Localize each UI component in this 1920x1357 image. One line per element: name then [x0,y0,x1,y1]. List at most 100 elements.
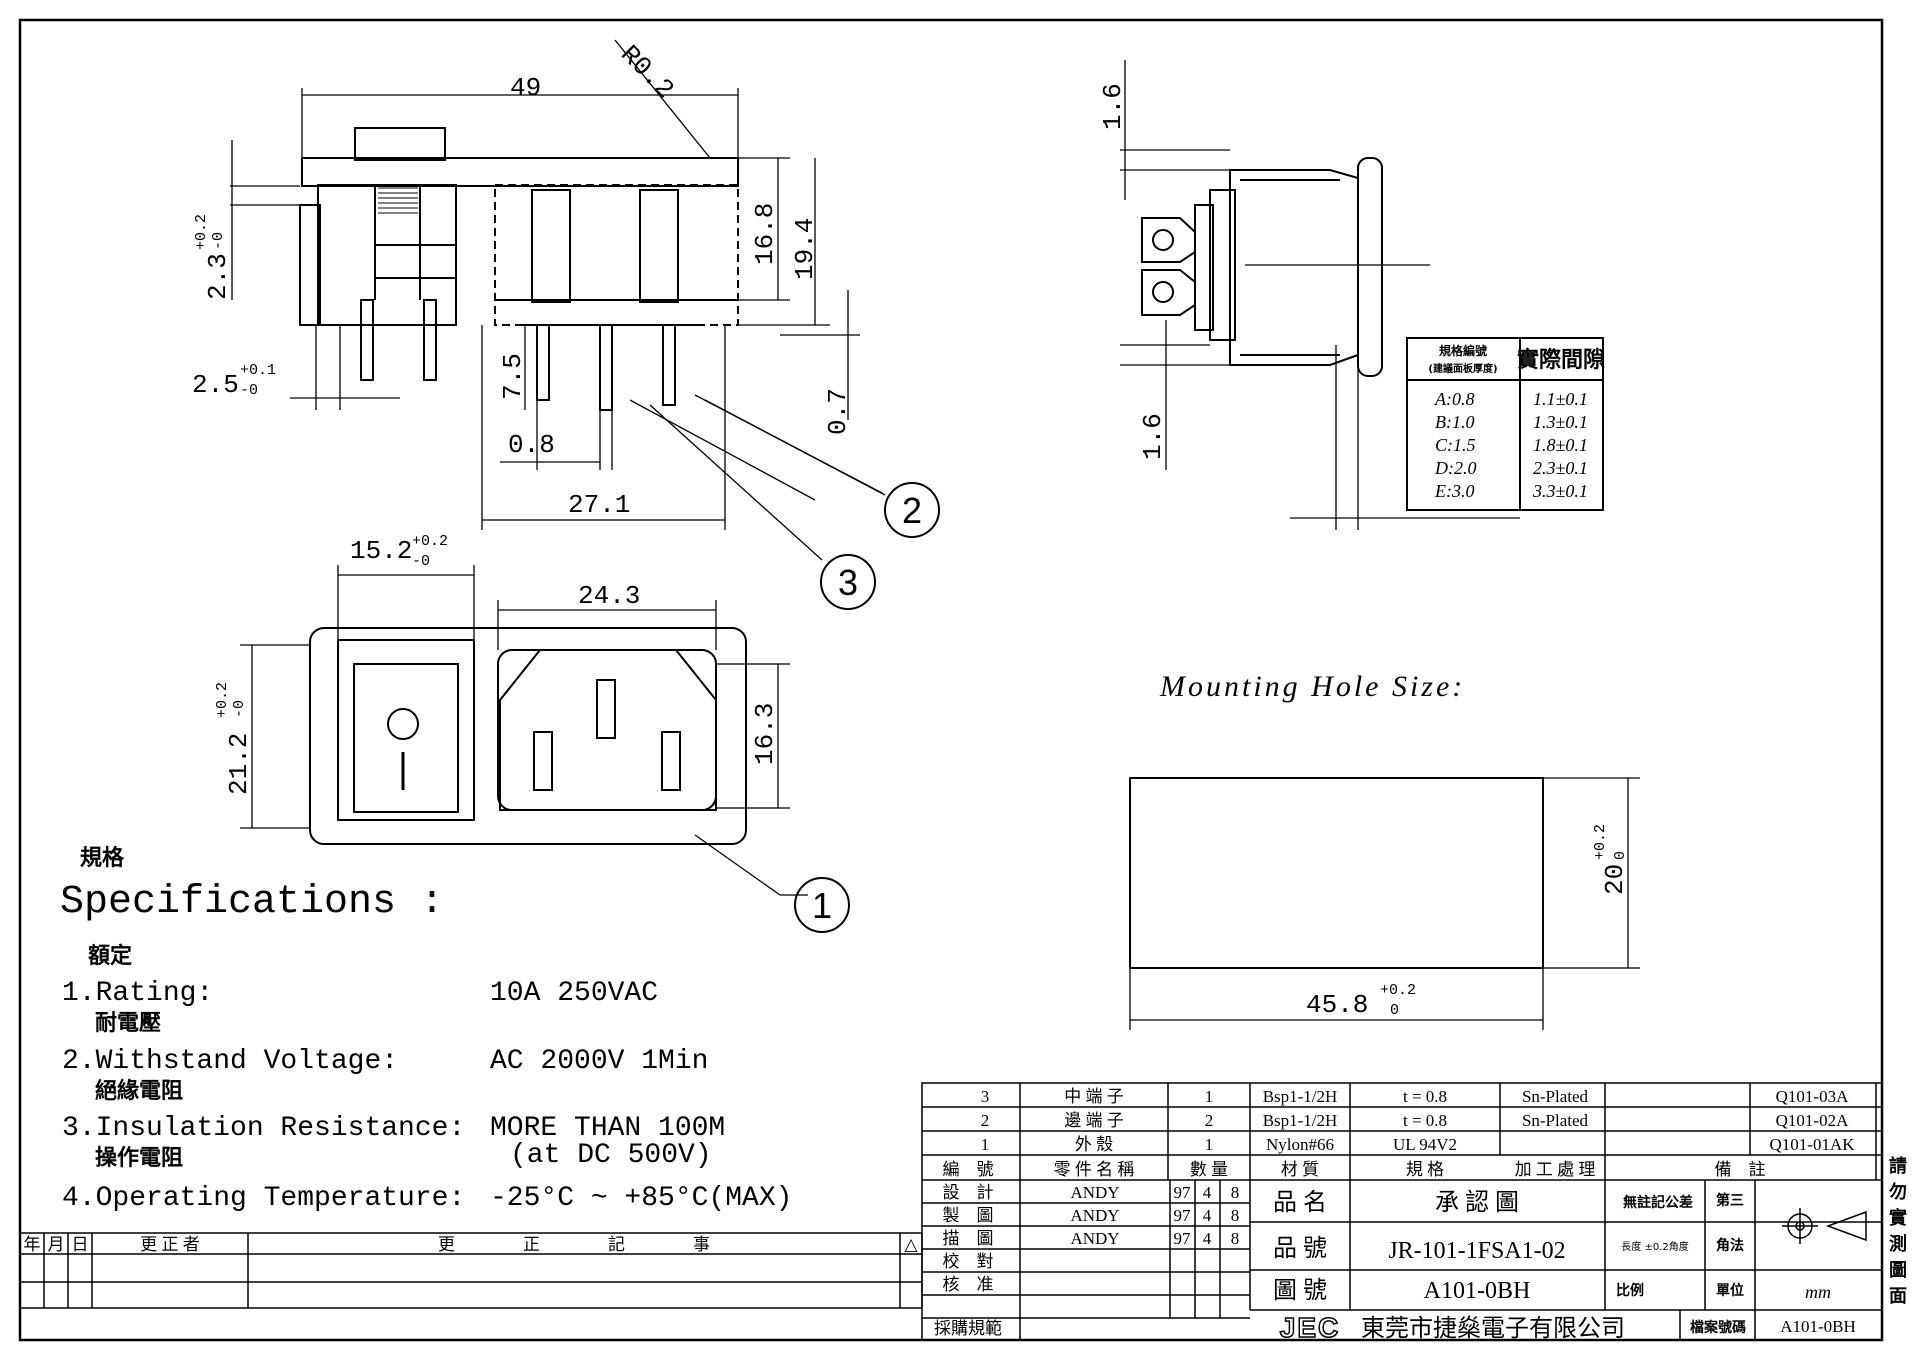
bom-no: 1 [981,1135,990,1154]
file-no: A101-0BH [1780,1317,1856,1336]
bom-qty: 2 [1205,1111,1214,1130]
gap-table-header-code: 規格編號 [1439,343,1487,358]
date-day: 8 [1231,1183,1240,1202]
bom-spec: t = 0.8 [1403,1111,1447,1130]
date-day: 8 [1231,1229,1240,1248]
date-month: 4 [1203,1229,1212,1248]
dim-21-2-tol-lo: -0 [231,700,248,718]
rev-corrector: 更 正 者 [140,1235,200,1254]
spec-value: AC 2000V 1Min [490,1046,708,1077]
dim-2-3-tol-lo: -0 [210,232,227,250]
date-month: 4 [1203,1183,1212,1202]
side-note-char: 圖 [1889,1260,1907,1281]
tolerance-label: 無註記公差 [1623,1194,1693,1211]
gap-table-header-gap: 實際間隙 [1517,347,1605,373]
bom-no: 2 [981,1111,990,1130]
gap-row-value: 1.8±0.1 [1533,435,1588,455]
company-name: 東莞市捷燊電子有限公司 [1361,1314,1625,1342]
scale-label: 比例 [1616,1282,1644,1299]
dim-24-3: 24.3 [578,581,640,611]
dim-21-2-tol-hi: +0.2 [214,682,231,718]
unit-value: mm [1805,1282,1831,1302]
right-side-view-dimensions [1120,60,1520,530]
gap-row-code: D:2.0 [1434,458,1477,478]
tolerance-note: 長度 ±0.2角度 [1621,1240,1688,1253]
dim-49: 49 [510,73,541,103]
dim-15-2: 15.2 [350,536,412,566]
dim-0-7: 0.7 [823,388,853,435]
bom-header-name: 零 件 名 稱 [1054,1160,1135,1179]
gap-row-value: 3.3±0.1 [1532,481,1588,501]
rev-delta: △ [904,1235,918,1254]
bom-process: Sn-Plated [1522,1087,1589,1106]
spec-label-cn: 絕緣電阻 [95,1078,183,1104]
specs-title: Specifications : [60,880,444,925]
bom-header-material: 材 質 [1281,1160,1319,1179]
dim-2-5-tol-hi: +0.1 [240,362,276,379]
spec-value-line2: (at DC 500V) [510,1140,712,1171]
callout-2: 2 [884,482,940,538]
date-day: 8 [1231,1206,1240,1225]
bom-header-spec: 規 格 [1406,1160,1444,1179]
dim-0-8: 0.8 [508,430,555,460]
bom-qty: 1 [1205,1135,1214,1154]
bom-material: Bsp1-1/2H [1263,1087,1338,1106]
bom-header-remark: 備 註 [1715,1160,1766,1179]
gap-row-code: C:1.5 [1435,435,1476,455]
check-label: 校 對 [943,1252,994,1271]
file-no-label: 檔案號碼 [1690,1319,1746,1336]
dim-16-3: 16.3 [750,703,780,765]
bom-qty: 1 [1205,1087,1214,1106]
side-note-char: 測 [1889,1233,1907,1255]
right-side-view [1141,157,1430,377]
bom-name: 外 殼 [1075,1135,1113,1154]
bom-material: Bsp1-1/2H [1263,1111,1338,1130]
drawing-no: A101-0BH [1424,1278,1531,1304]
spec-label-cn: 額定 [88,943,132,969]
drafting-label: 製 圖 [943,1206,994,1225]
dim-1-6-bottom: 1.6 [1138,413,1168,460]
mounting-width-tol-lo: 0 [1390,1002,1399,1019]
title-block [921,1082,1883,1341]
bom-header-no: 編 號 [943,1160,994,1179]
bom-spec: UL 94V2 [1393,1135,1457,1154]
dim-15-2-tol-hi: +0.2 [412,533,448,550]
date-year: 97 [1174,1206,1192,1225]
gap-row-value: 2.3±0.1 [1533,458,1588,478]
spec-label: 3.Insulation Resistance: [62,1113,465,1144]
bom-name: 邊 端 子 [1064,1111,1124,1130]
side-note-char: 勿 [1888,1181,1907,1203]
gap-row-code: E:3.0 [1434,481,1475,501]
callout-1: 1 [794,877,850,933]
dim-7-5: 7.5 [498,353,528,400]
bom-remark: Q101-01AK [1770,1135,1856,1154]
dim-27-1: 27.1 [568,490,630,520]
mounting-title: Mounting Hole Size: [1159,670,1465,703]
tracing-label: 描 圖 [943,1229,994,1248]
gap-table-header-code-sub: (建議面板厚度) [1428,362,1497,375]
dim-19-4: 19.4 [790,218,820,280]
bom-no: 3 [981,1087,990,1106]
gap-row-value: 1.1±0.1 [1533,389,1588,409]
bom-remark: Q101-02A [1776,1111,1849,1130]
bom-spec: t = 0.8 [1403,1087,1447,1106]
product-no-label: 品 號 [1273,1235,1327,1262]
spec-label: 2.Withstand Voltage: [62,1046,398,1077]
product-name: 承 認 圖 [1435,1189,1519,1216]
front-view-dimensions [240,565,808,896]
side-note-char: 請 [1889,1155,1907,1177]
spec-value: MORE THAN 100M [490,1113,725,1144]
date-month: 4 [1203,1206,1212,1225]
bom-name: 中 端 子 [1064,1087,1124,1106]
spec-label-cn: 操作電阻 [95,1146,183,1171]
approve-label: 核 准 [943,1275,994,1294]
dim-2-3-tol-hi: +0.2 [193,214,210,250]
bom-header-process: 加 工 處 理 [1515,1160,1596,1179]
gap-row-code: B:1.0 [1435,412,1475,432]
rev-year: 年 [24,1235,41,1254]
dim-21-2: 21.2 [224,733,254,795]
dim-16-8: 16.8 [750,203,780,265]
